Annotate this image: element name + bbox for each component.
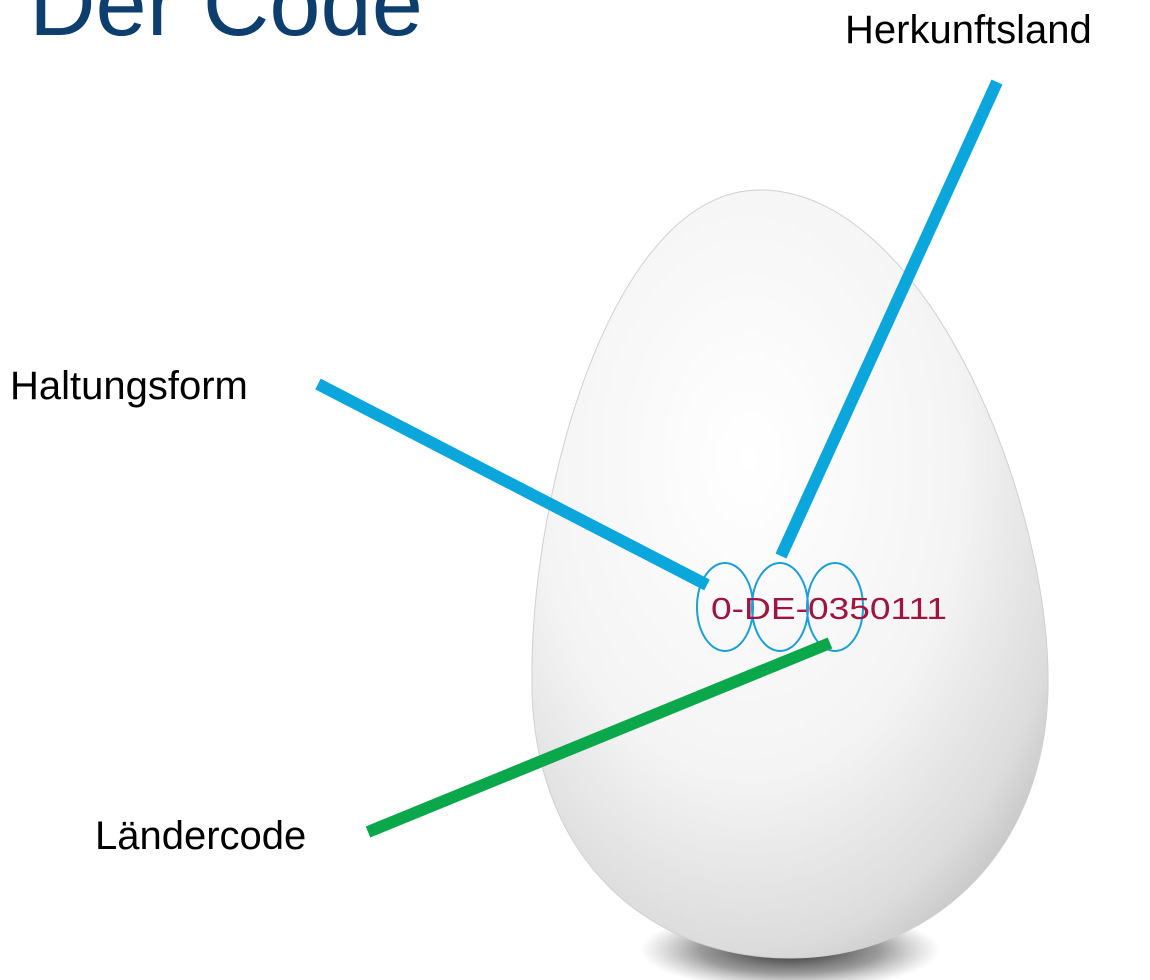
label-laendercode: Ländercode xyxy=(95,814,307,858)
egg-body xyxy=(531,189,1049,959)
pointer-laendercode xyxy=(365,637,833,838)
egg-stamp-code: 0-DE-0350111 xyxy=(711,591,947,626)
slide-title: . Der Code xyxy=(0,0,423,55)
pointer-herkunftsland xyxy=(775,79,1003,559)
pointer-haltungsform xyxy=(315,378,710,591)
circle-laendercode xyxy=(806,562,864,652)
label-herkunftsland: Herkunftsland xyxy=(845,8,1092,52)
label-haltungsform: Haltungsform xyxy=(10,364,248,408)
